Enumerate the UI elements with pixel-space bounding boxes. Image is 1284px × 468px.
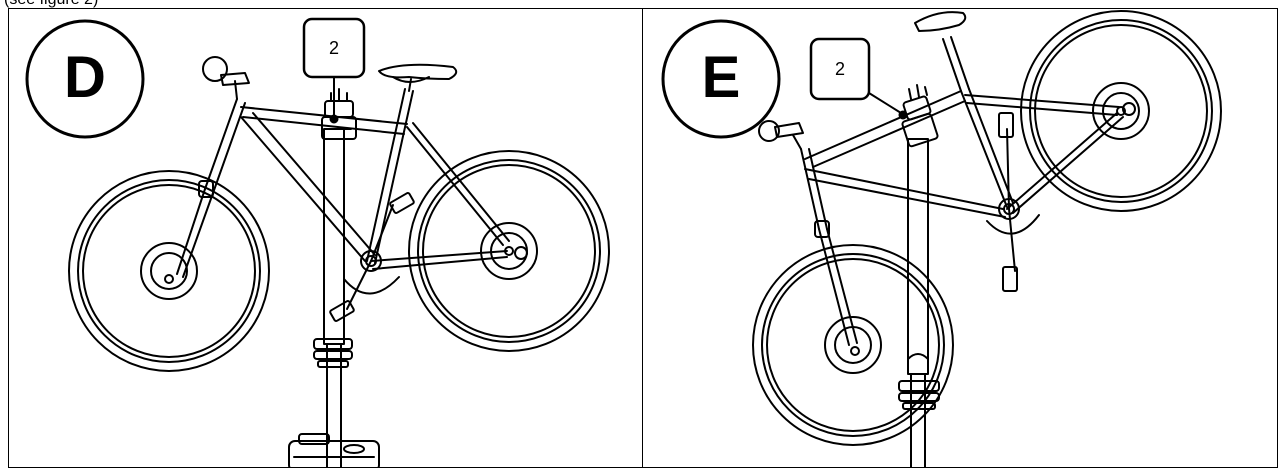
frame-d: [176, 56, 528, 322]
callout-box-e: [809, 37, 871, 101]
upper-wheel-e: [1020, 10, 1222, 212]
top-note: (see figure 2): [4, 0, 98, 9]
bike-illustration-d: [25, 17, 610, 467]
callout-number-d: 2: [328, 38, 339, 58]
lower-wheel-e: [752, 244, 954, 446]
frame-e: [758, 11, 1136, 346]
step-letter-e: E: [701, 45, 741, 110]
rear-wheel-d: [68, 170, 270, 372]
panel-d: D 2: [8, 8, 644, 468]
callout-leader-e: [868, 92, 902, 114]
clamp-d: [321, 88, 357, 140]
panel-e: E 2: [642, 8, 1278, 468]
front-wheel-d: [408, 150, 610, 352]
step-letter-d: D: [64, 45, 106, 110]
callout-number-e: 2: [834, 59, 845, 79]
step-circle-d: [25, 19, 145, 139]
stand-post-d: [288, 128, 380, 467]
bike-illustration-e: [661, 10, 1222, 467]
step-circle-e: [661, 19, 781, 139]
stand-post-e: [898, 138, 940, 467]
